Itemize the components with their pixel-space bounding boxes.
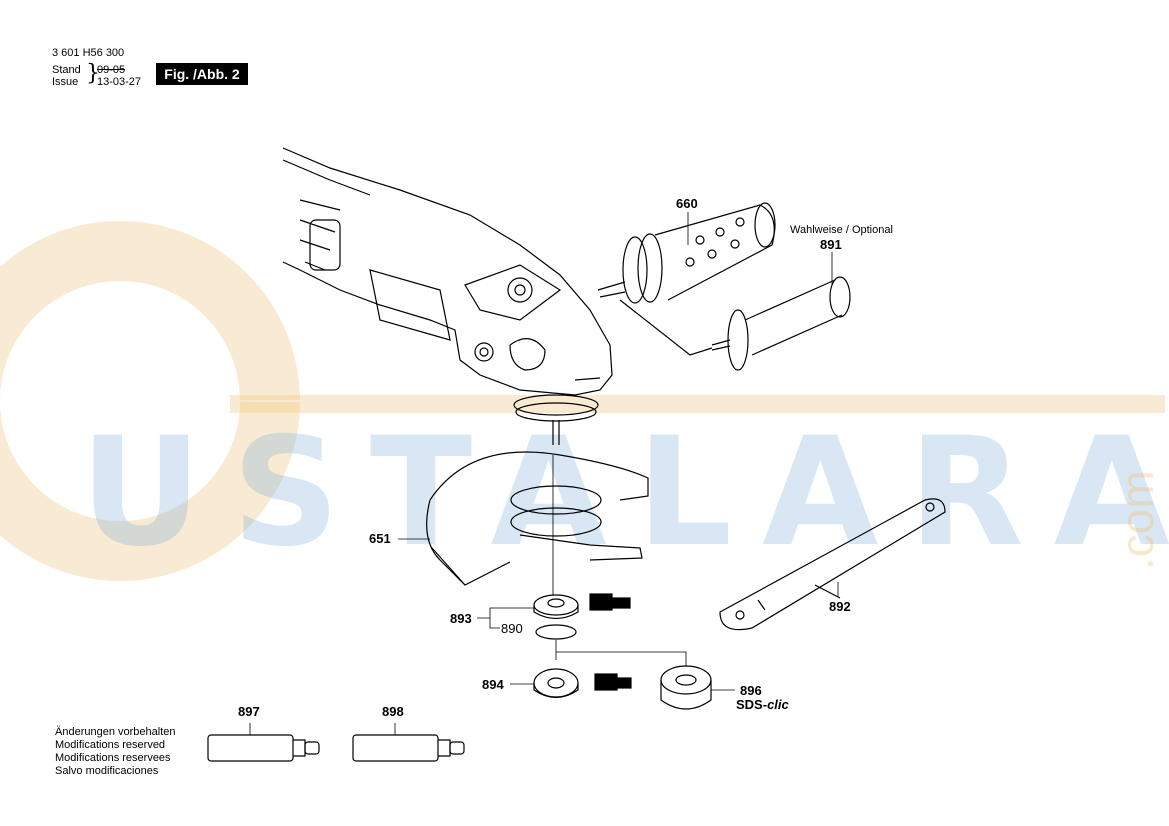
disclaimer-line-de: Änderungen vorbehalten (55, 726, 176, 738)
handle-660 (597, 202, 776, 304)
leader-line-nut (555, 640, 687, 666)
part-number-891: 891 (820, 237, 842, 252)
flange-894 (533, 668, 632, 699)
leader-line-handle (619, 299, 713, 356)
sds-clic-label: SDS-clic (736, 697, 789, 712)
part-number-896: 896 (740, 683, 762, 698)
figure-label: Fig. /Abb. 2 (156, 63, 248, 85)
part-number-897: 897 (238, 704, 260, 719)
part-number-898: 898 (382, 704, 404, 719)
clamping-nut-896 (660, 665, 712, 710)
issue-label: Issue (52, 76, 79, 88)
sds-prefix: SDS- (736, 697, 768, 712)
handle-891 (711, 276, 851, 371)
o-ring-890 (535, 624, 577, 640)
disclaimer-line-en: Modifications reserved (55, 739, 166, 751)
stand-date: 09-05 (97, 64, 126, 76)
angle-grinder-body (282, 147, 613, 445)
part-number-660: 660 (676, 196, 698, 211)
part-number-890: 890 (501, 621, 523, 636)
flange-893 (533, 593, 631, 620)
disclaimer: Änderungen vorbehalten Modifications res… (55, 726, 175, 778)
stand-label: Stand (52, 64, 81, 76)
grease-tube-897 (207, 723, 320, 762)
disclaimer-line-es: Salvo modificaciones (55, 765, 159, 777)
document-number: 3 601 H56 300 (52, 47, 125, 59)
part-number-892: 892 (829, 599, 851, 614)
clic-logo-text: clic (767, 697, 789, 712)
issue-date: 13-03-27 (97, 76, 142, 88)
part-number-894: 894 (482, 677, 504, 692)
grease-tube-898 (352, 723, 465, 762)
part-number-651: 651 (369, 531, 391, 546)
part-number-893: 893 (450, 611, 472, 626)
leader-893 (477, 607, 534, 629)
brace-symbol: } (86, 61, 100, 86)
guard-651 (426, 451, 649, 595)
optional-label: Wahlweise / Optional (790, 224, 893, 236)
disclaimer-line-fr: Modifications reservees (55, 752, 171, 764)
wrench-892 (719, 498, 946, 631)
